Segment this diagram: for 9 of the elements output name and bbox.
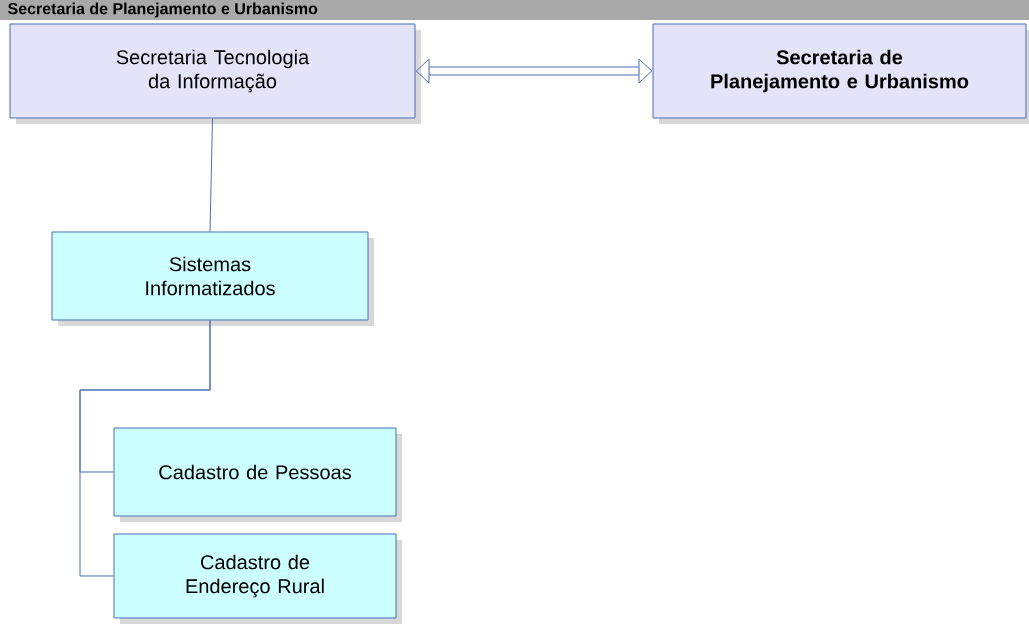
box: Cadastro de Endereço Rural	[113, 533, 397, 619]
connector	[415, 58, 653, 84]
title: Secretaria de Planejamento e Urbanismo	[8, 2, 318, 18]
box: Sistemas Informatizados	[51, 231, 369, 321]
box: Secretaria Tecnologia da Informação	[9, 23, 416, 119]
connector	[79, 320, 211, 577]
connector	[209, 118, 213, 232]
box: Secretaria de Planejamento e Urbanismo	[652, 23, 1027, 119]
box: Cadastro de Pessoas	[113, 427, 397, 517]
